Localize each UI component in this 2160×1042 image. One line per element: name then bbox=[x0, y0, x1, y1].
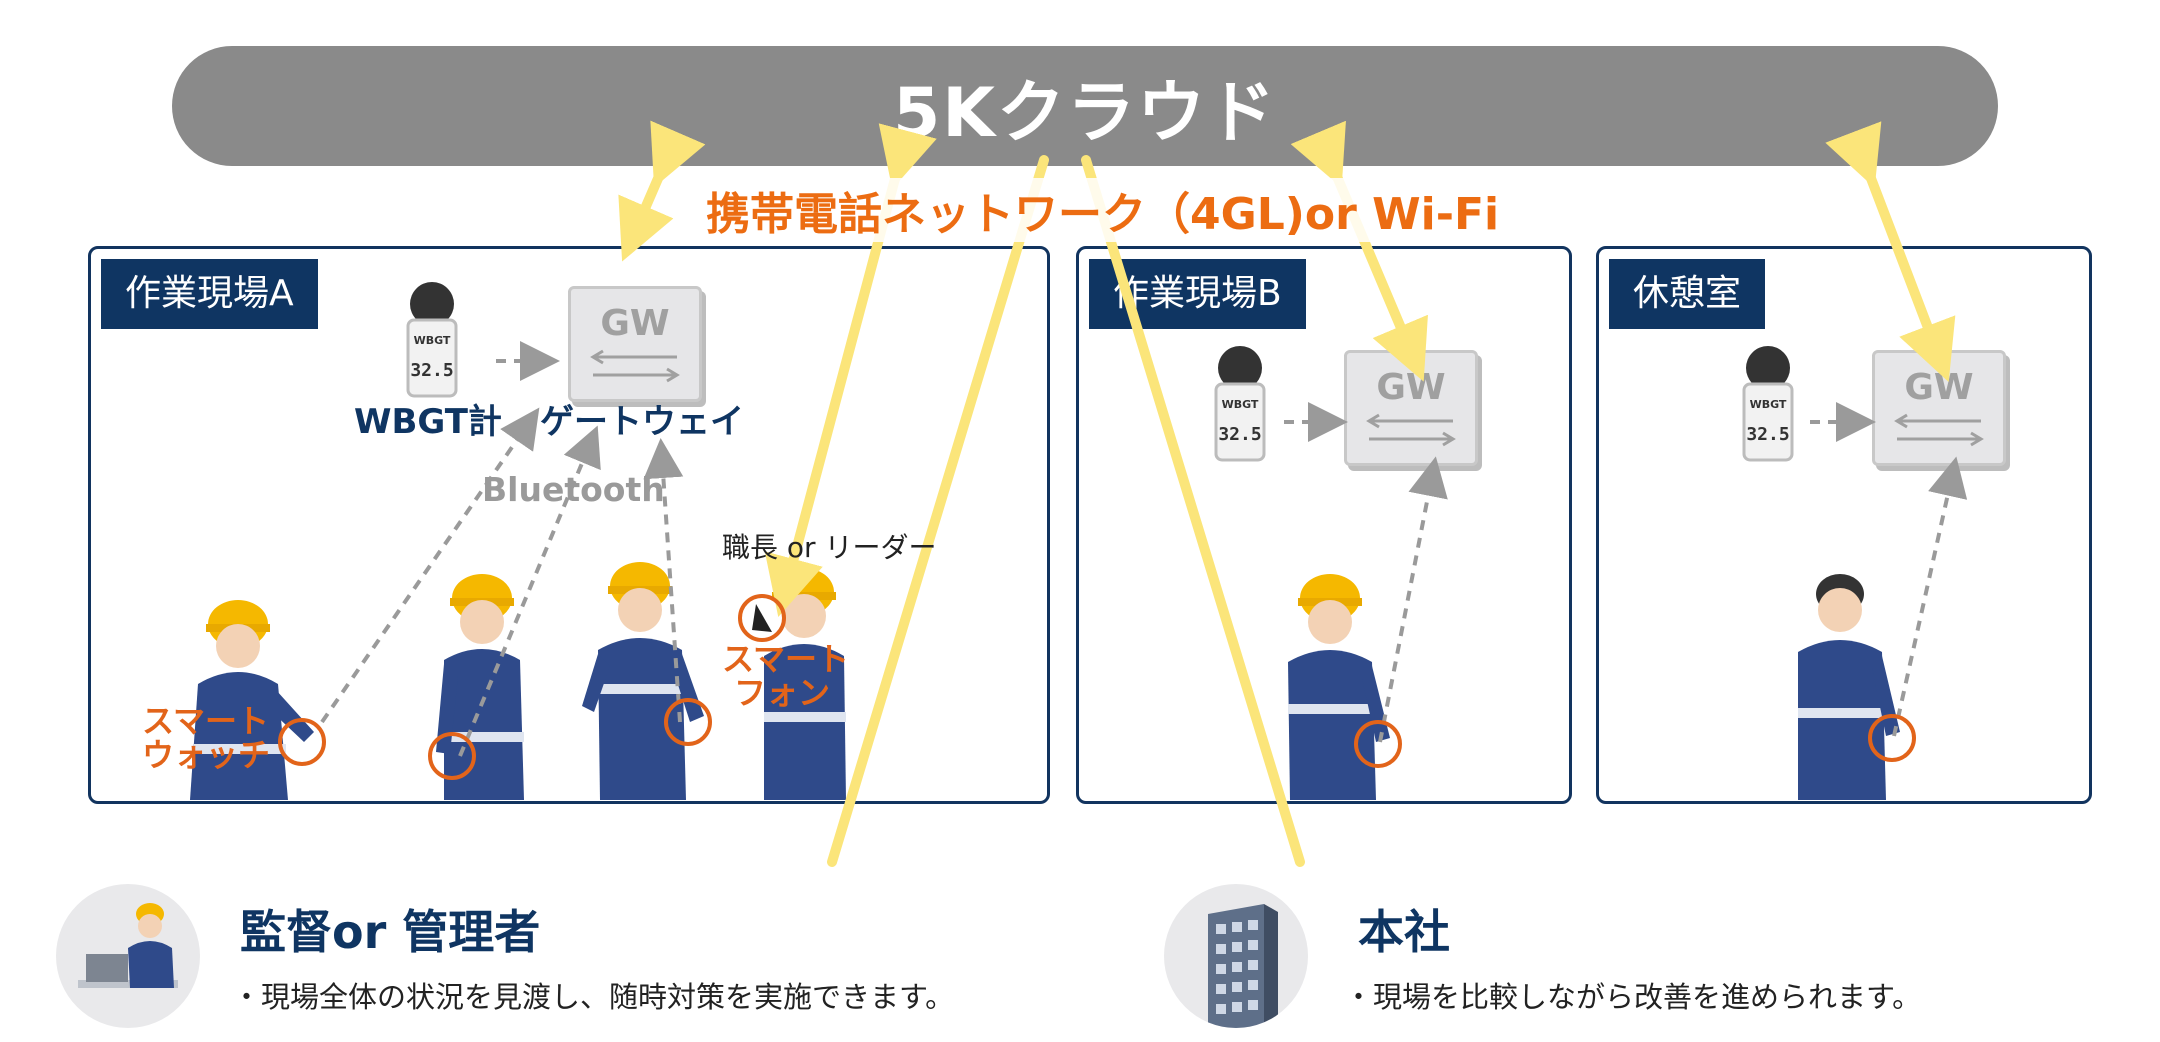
wbgt-meter-label: WBGT計 bbox=[354, 402, 502, 442]
smartwatch-label: スマート ウォッチ bbox=[142, 702, 271, 774]
rest-room-tag: 休憩室 bbox=[1609, 259, 1766, 329]
cloud-label: 5Kクラウド bbox=[892, 73, 1277, 153]
wbgt-text: WBGT bbox=[1222, 398, 1259, 411]
wbgt-value: 32.5 bbox=[1746, 424, 1789, 445]
bidirectional-arrow-icon bbox=[1366, 413, 1456, 447]
bidirectional-arrow-icon bbox=[1894, 413, 1984, 447]
wbgt-value: 32.5 bbox=[1218, 424, 1261, 445]
hq-title: 本社 bbox=[1358, 905, 1450, 959]
wbgt-meter-rest-room: WBGT 32.5 bbox=[1738, 344, 1798, 462]
wbgt-text: WBGT bbox=[1750, 398, 1787, 411]
hq-building-avatar bbox=[1164, 884, 1308, 1028]
smartphone-label: スマート フォン bbox=[722, 640, 850, 712]
leader-label: 職長 or リーダー bbox=[722, 531, 937, 564]
network-label: 携帯電話ネットワーク（4GL)or Wi-Fi bbox=[700, 178, 1506, 242]
bidirectional-arrow-icon bbox=[590, 349, 680, 383]
worker-figure bbox=[582, 562, 704, 800]
wbgt-meter-site-a: WBGT 32.5 bbox=[402, 280, 462, 398]
supervisor-avatar bbox=[56, 884, 200, 1028]
supervisor-desc: ・現場全体の状況を見渡し、随時対策を実施できます。 bbox=[232, 980, 955, 1014]
wbgt-text: WBGT bbox=[414, 334, 451, 347]
wbgt-value: 32.5 bbox=[410, 360, 453, 381]
worker-figure bbox=[190, 600, 314, 800]
site-a-tag: 作業現場A bbox=[101, 259, 318, 329]
wbgt-meter-site-b: WBGT 32.5 bbox=[1210, 344, 1270, 462]
cloud-banner: 5Kクラウド bbox=[172, 46, 1998, 166]
worker-figure bbox=[436, 574, 524, 800]
gateway-label: ゲートウェイ bbox=[540, 402, 744, 442]
bluetooth-label: Bluetooth bbox=[482, 470, 665, 509]
supervisor-title: 監督or 管理者 bbox=[240, 905, 541, 959]
gw-text: GW bbox=[600, 303, 670, 344]
gateway-site-a: GW bbox=[568, 286, 702, 402]
hq-desc: ・現場を比較しながら改善を進められます。 bbox=[1344, 980, 1922, 1014]
